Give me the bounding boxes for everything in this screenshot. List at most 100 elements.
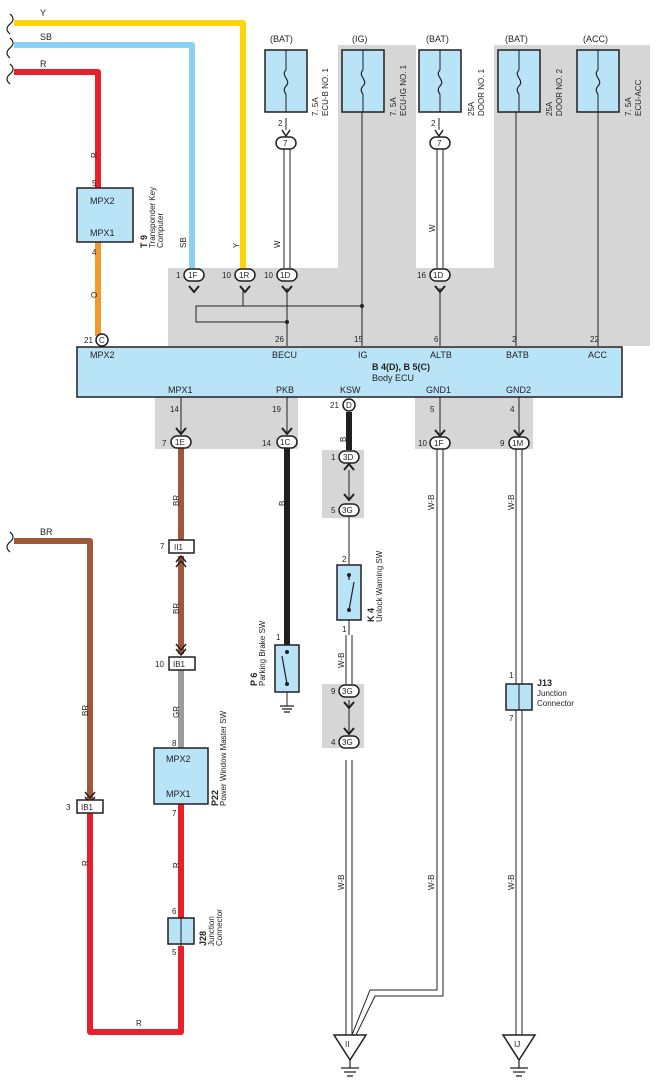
- svg-text:B: B: [339, 437, 348, 442]
- svg-text:7: 7: [283, 139, 288, 148]
- svg-text:MPX1: MPX1: [168, 385, 193, 395]
- p22-power-window-master-switch: 8 MPX2 MPX1 7 P22 Power Window Master SW: [153, 710, 228, 818]
- svg-text:25A: 25A: [545, 101, 554, 116]
- svg-text:B: B: [278, 501, 287, 506]
- svg-text:W-B: W-B: [337, 875, 346, 890]
- fuse-ecu-b-no1: (BAT) 7. 5A ECU-B NO. 1 2: [264, 34, 330, 128]
- svg-text:4: 4: [331, 738, 336, 747]
- svg-text:P22: P22: [210, 790, 220, 806]
- svg-text:1: 1: [331, 453, 336, 462]
- svg-text:KSW: KSW: [340, 385, 361, 395]
- svg-text:GR: GR: [172, 706, 181, 718]
- svg-text:GND1: GND1: [426, 385, 451, 395]
- j13-junction-connector: 1 7 J13 Junction Connector: [505, 671, 574, 723]
- svg-text:ECU-IG NO. 1: ECU-IG NO. 1: [399, 64, 408, 116]
- svg-text:BR: BR: [81, 705, 90, 716]
- fuse-ecu-ig-no1: (IG) 7. 5A ECU-IG NO. 1: [341, 34, 408, 116]
- svg-text:7. 5A: 7. 5A: [311, 97, 320, 116]
- svg-text:IJ: IJ: [514, 1040, 520, 1049]
- svg-text:5: 5: [92, 179, 97, 188]
- svg-text:14: 14: [262, 439, 271, 448]
- svg-text:ECU-B NO. 1: ECU-B NO. 1: [321, 67, 330, 116]
- svg-text:DOOR NO. 1: DOOR NO. 1: [477, 68, 486, 116]
- svg-text:3G: 3G: [342, 506, 353, 515]
- svg-text:1D: 1D: [433, 271, 443, 280]
- svg-text:BR: BR: [172, 495, 181, 506]
- svg-text:R: R: [136, 1019, 142, 1028]
- svg-text:W-B: W-B: [507, 495, 516, 510]
- svg-text:IB1: IB1: [81, 803, 94, 812]
- svg-text:1C: 1C: [280, 438, 290, 447]
- svg-text:ACC: ACC: [588, 350, 608, 360]
- svg-text:26: 26: [275, 335, 284, 344]
- svg-text:2: 2: [431, 119, 436, 128]
- svg-text:BECU: BECU: [272, 350, 297, 360]
- svg-text:7: 7: [509, 714, 514, 723]
- svg-text:2: 2: [512, 335, 517, 344]
- svg-text:J28: J28: [198, 931, 208, 946]
- svg-text:IB1: IB1: [173, 660, 186, 669]
- svg-text:W-B: W-B: [507, 875, 516, 890]
- k4-connectors: 1 3D 5 3G 9 3G 4 3G: [331, 450, 360, 749]
- fuse-door-no2: (BAT) 25A DOOR NO. 2: [497, 34, 564, 116]
- svg-text:1R: 1R: [239, 271, 249, 280]
- svg-text:D: D: [346, 401, 352, 410]
- ground-ii: II: [332, 1034, 368, 1077]
- wire-color-labels: R SB Y W W O BR BR GR R BR R R B B W-B W…: [81, 152, 516, 1028]
- svg-text:9: 9: [500, 439, 505, 448]
- svg-text:PKB: PKB: [276, 385, 294, 395]
- upper-connectors: 1 1F 10 1R 10 1D 16 1D 21 C: [84, 268, 451, 347]
- svg-text:7. 5A: 7. 5A: [624, 97, 633, 116]
- svg-text:C: C: [99, 336, 105, 345]
- svg-text:MPX1: MPX1: [166, 789, 191, 799]
- wire-brown-left: [14, 538, 93, 800]
- svg-text:6: 6: [434, 335, 439, 344]
- svg-text:O: O: [90, 292, 99, 298]
- svg-text:W-B: W-B: [337, 653, 346, 668]
- center-connectors: 7 II1 10 IB1 3 IB1: [66, 539, 196, 814]
- svg-text:Body ECU: Body ECU: [372, 373, 414, 383]
- svg-text:MPX2: MPX2: [90, 350, 115, 360]
- svg-text:10: 10: [264, 271, 273, 280]
- svg-text:10: 10: [155, 660, 164, 669]
- svg-text:Connector: Connector: [537, 699, 574, 708]
- wire-red-top: [14, 69, 101, 188]
- svg-text:1: 1: [509, 671, 514, 680]
- ecu-bottom-pin-numbers: 14 19 21 D 5 4: [170, 398, 515, 414]
- svg-text:4: 4: [92, 248, 97, 257]
- svg-text:IG: IG: [358, 350, 368, 360]
- svg-text:(IG): (IG): [352, 34, 368, 44]
- svg-text:5: 5: [172, 948, 177, 957]
- svg-text:ALTB: ALTB: [430, 350, 452, 360]
- svg-text:5: 5: [331, 506, 336, 515]
- svg-text:21: 21: [330, 401, 339, 410]
- svg-text:10: 10: [222, 271, 231, 280]
- svg-text:SB: SB: [179, 237, 188, 248]
- svg-text:3D: 3D: [343, 453, 353, 462]
- svg-text:2: 2: [342, 555, 347, 564]
- svg-text:1D: 1D: [280, 271, 290, 280]
- svg-text:1: 1: [342, 625, 347, 634]
- svg-text:3G: 3G: [342, 687, 353, 696]
- svg-text:Junction: Junction: [207, 916, 216, 946]
- svg-text:3G: 3G: [342, 738, 353, 747]
- white-wires: [283, 148, 523, 1036]
- wire-light-blue: [14, 42, 195, 272]
- fuse-ecu-acc: (ACC) 7. 5A ECU-ACC: [576, 34, 643, 116]
- svg-text:(BAT): (BAT): [426, 34, 449, 44]
- input-sb-label: SB: [40, 32, 52, 42]
- input-y-label: Y: [40, 8, 46, 18]
- svg-text:7: 7: [172, 809, 177, 818]
- input-labels: Y SB R BR: [6, 8, 53, 553]
- svg-text:7: 7: [160, 542, 165, 551]
- svg-text:16: 16: [417, 271, 426, 280]
- ecu-top-pin-numbers: 26 15 6 2 22: [275, 335, 599, 344]
- svg-text:2: 2: [278, 119, 283, 128]
- thin-black-lines: [180, 112, 599, 946]
- svg-text:19: 19: [272, 405, 281, 414]
- fuse-door-no1: (BAT) 25A DOOR NO. 1 2: [418, 34, 486, 128]
- svg-text:1M: 1M: [512, 439, 523, 448]
- svg-text:1: 1: [176, 271, 181, 280]
- svg-text:22: 22: [590, 335, 599, 344]
- svg-text:3: 3: [66, 803, 71, 812]
